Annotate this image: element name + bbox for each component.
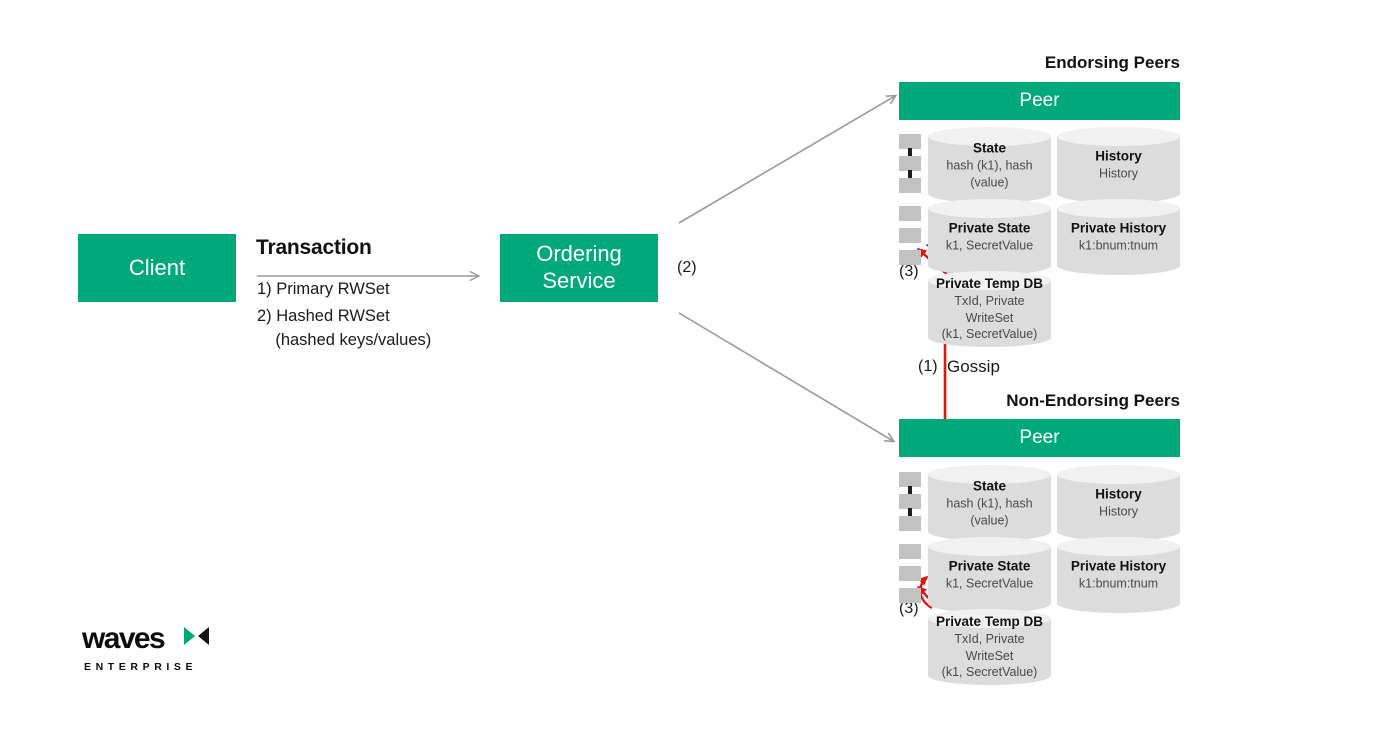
db-private-history-non-endorsing[interactable]: Private History k1:bnum:tnum: [1057, 537, 1180, 613]
block-square: [899, 206, 921, 221]
db-title: History: [1095, 486, 1142, 502]
block-square: [899, 178, 921, 193]
waves-logo: waves: [82, 624, 262, 680]
db-title: State: [972, 478, 1006, 494]
blockchain-icon-non-endorsing: [899, 472, 921, 614]
block-square: [899, 228, 921, 243]
db-title: Private State: [948, 558, 1031, 574]
block-square: [899, 472, 921, 487]
block-square: [899, 516, 921, 531]
db-subtitle: hash (k1), hash (value): [946, 496, 1033, 528]
step-1-label: (1): [918, 358, 938, 375]
db-private-history-endorsing[interactable]: Private History k1:bnum:tnum: [1057, 199, 1180, 275]
block-square: [899, 588, 921, 603]
endorsing-peer-label: Peer: [1019, 90, 1060, 112]
block-link: [908, 508, 912, 517]
db-subtitle: TxId, Private WriteSet (k1, SecretValue): [941, 294, 1038, 342]
client-box[interactable]: Client: [78, 234, 236, 302]
db-subtitle: k1, SecretValue: [945, 238, 1034, 253]
step-3-label-endorsing: (3): [899, 263, 919, 280]
non-endorsing-peer-label: Peer: [1019, 427, 1060, 449]
block-square: [899, 134, 921, 149]
arrow-ordering-to-nonendorsing: [678, 312, 893, 441]
db-title: State: [972, 140, 1006, 156]
block-link: [908, 148, 912, 157]
db-state-non-endorsing[interactable]: State hash (k1), hash (value): [928, 465, 1051, 541]
ordering-service-label: Ordering Service: [536, 241, 622, 295]
ordering-service-label-line1: Ordering: [536, 241, 622, 267]
endorsing-peer-bar[interactable]: Peer: [899, 82, 1180, 120]
db-private-temp-non-endorsing[interactable]: Private Temp DB TxId, Private WriteSet (…: [928, 609, 1051, 685]
arrow-ordering-to-endorsing: [678, 96, 895, 224]
transaction-title: Transaction: [256, 236, 372, 259]
ordering-service-box[interactable]: Ordering Service: [500, 234, 658, 302]
block-square: [899, 566, 921, 581]
db-subtitle: k1, SecretValue: [945, 576, 1034, 591]
client-label: Client: [128, 254, 186, 280]
ordering-service-label-line2: Service: [542, 268, 616, 293]
db-subtitle: k1:bnum:tnum: [1078, 238, 1159, 253]
step-3-label-nonendorsing: (3): [899, 600, 919, 617]
non-endorsing-peer-bar[interactable]: Peer: [899, 419, 1180, 457]
db-title: Private Temp DB: [935, 276, 1044, 292]
db-subtitle: History: [1099, 504, 1138, 519]
db-title: Private Temp DB: [935, 614, 1044, 630]
endorsing-peers-caption: Endorsing Peers: [1044, 53, 1180, 72]
db-private-temp-endorsing[interactable]: Private Temp DB TxId, Private WriteSet (…: [928, 271, 1051, 347]
db-private-state-non-endorsing[interactable]: Private State k1, SecretValue: [928, 537, 1051, 613]
block-square: [899, 544, 921, 559]
db-history-endorsing[interactable]: History History: [1057, 127, 1180, 203]
db-history-non-endorsing[interactable]: History History: [1057, 465, 1180, 541]
block-link: [908, 170, 912, 179]
db-state-endorsing[interactable]: State hash (k1), hash (value): [928, 127, 1051, 203]
db-title: Private History: [1070, 220, 1167, 236]
transaction-item-2: 2) Hashed RWSet (hashed keys/values): [257, 307, 432, 349]
transaction-item-1: 1) Primary RWSet: [257, 280, 390, 298]
gossip-label: Gossip: [947, 357, 1000, 376]
waves-bowtie-icon: [184, 627, 209, 645]
db-private-state-endorsing[interactable]: Private State k1, SecretValue: [928, 199, 1051, 275]
db-subtitle: TxId, Private WriteSet (k1, SecretValue): [941, 632, 1038, 680]
db-subtitle: History: [1099, 166, 1138, 181]
db-subtitle: k1:bnum:tnum: [1078, 576, 1159, 591]
block-square: [899, 494, 921, 509]
waves-logo-subtitle: ENTERPRISE: [84, 661, 198, 673]
db-subtitle: hash (k1), hash (value): [946, 158, 1033, 190]
block-square: [899, 250, 921, 265]
db-title: Private State: [948, 220, 1031, 236]
blockchain-icon-endorsing: [899, 134, 921, 276]
block-link: [908, 486, 912, 495]
non-endorsing-peers-caption: Non-Endorsing Peers: [1006, 391, 1180, 410]
block-square: [899, 156, 921, 171]
step-2-label: (2): [677, 259, 697, 276]
waves-logo-wordmark: waves: [82, 622, 166, 655]
db-title: History: [1095, 148, 1142, 164]
db-title: Private History: [1070, 558, 1167, 574]
